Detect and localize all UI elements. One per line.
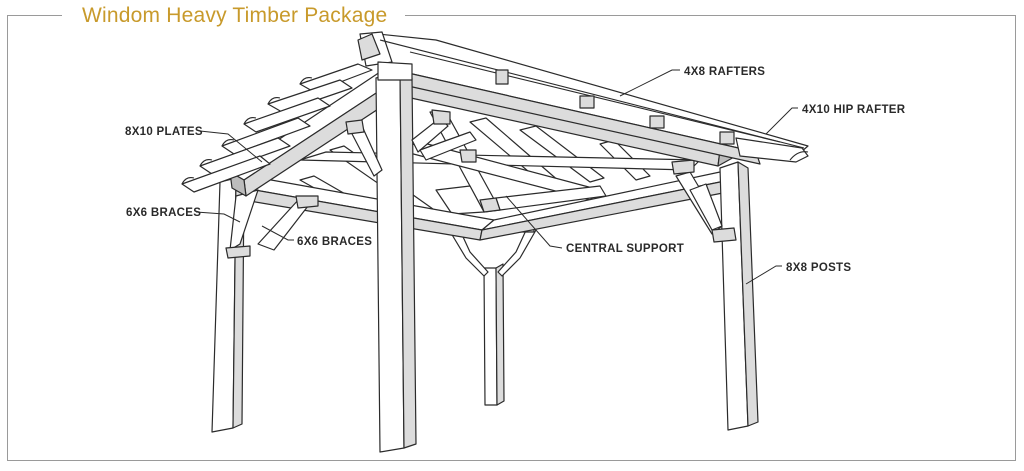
right-braces: [671, 159, 737, 243]
front-post: [375, 61, 417, 453]
label-braces-left: 6X6 BRACES: [126, 207, 241, 223]
right-post: [719, 161, 759, 431]
label-braces-mid: 6X6 BRACES: [261, 225, 372, 248]
label-posts-text: 8X8 POSTS: [786, 262, 851, 274]
hip-rafter: [735, 137, 809, 163]
back-post: [483, 263, 505, 406]
label-plates: 8X10 PLATES: [125, 126, 263, 163]
label-plates-text: 8X10 PLATES: [125, 126, 203, 138]
label-rafters: 4X8 RAFTERS: [619, 66, 765, 97]
front-braces: [345, 109, 477, 177]
left-rafter-tails: [181, 63, 373, 193]
label-rafters-text: 4X8 RAFTERS: [684, 66, 765, 78]
label-central-support-text: CENTRAL SUPPORT: [566, 243, 684, 255]
label-braces-left-text: 6X6 BRACES: [126, 207, 201, 219]
label-braces-mid-text: 6X6 BRACES: [297, 236, 372, 248]
label-hip-rafter-text: 4X10 HIP RAFTER: [802, 104, 906, 116]
label-hip-rafter: 4X10 HIP RAFTER: [765, 104, 906, 135]
left-braces: [225, 189, 319, 259]
diagram-title: Windom Heavy Timber Package: [62, 3, 406, 29]
right-lower-beam: [479, 171, 731, 241]
label-posts: 8X8 POSTS: [745, 262, 851, 285]
label-central-support: CENTRAL SUPPORT: [505, 195, 684, 255]
diagram-frame: [7, 15, 1016, 461]
